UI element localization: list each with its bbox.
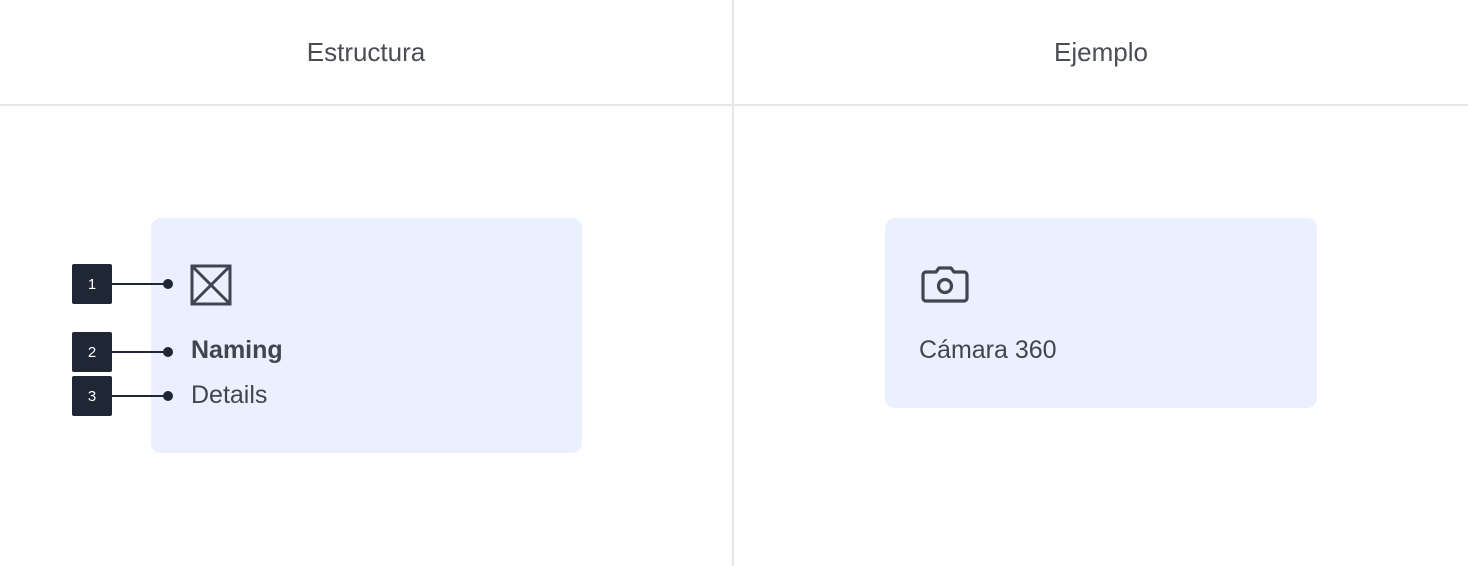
column-divider (732, 0, 734, 566)
placeholder-image-icon (190, 264, 232, 306)
details-text: Details (191, 381, 268, 409)
marker-leader-line (112, 283, 166, 285)
marker-details: 3 (72, 376, 112, 416)
example-card (885, 218, 1317, 408)
camera-icon (921, 266, 969, 303)
marker-naming: 2 (72, 332, 112, 372)
naming-text: Naming (191, 336, 283, 364)
header-row (0, 0, 1468, 106)
structure-card (151, 218, 582, 453)
example-column-header: Ejemplo (1054, 36, 1148, 67)
marker-leader-line (112, 395, 166, 397)
marker-dot (163, 347, 173, 357)
marker-icon: 1 (72, 264, 112, 304)
marker-dot (163, 279, 173, 289)
example-label: Cámara 360 (919, 336, 1057, 364)
marker-dot (163, 391, 173, 401)
marker-leader-line (112, 351, 166, 353)
structure-column-header: Estructura (306, 36, 426, 67)
